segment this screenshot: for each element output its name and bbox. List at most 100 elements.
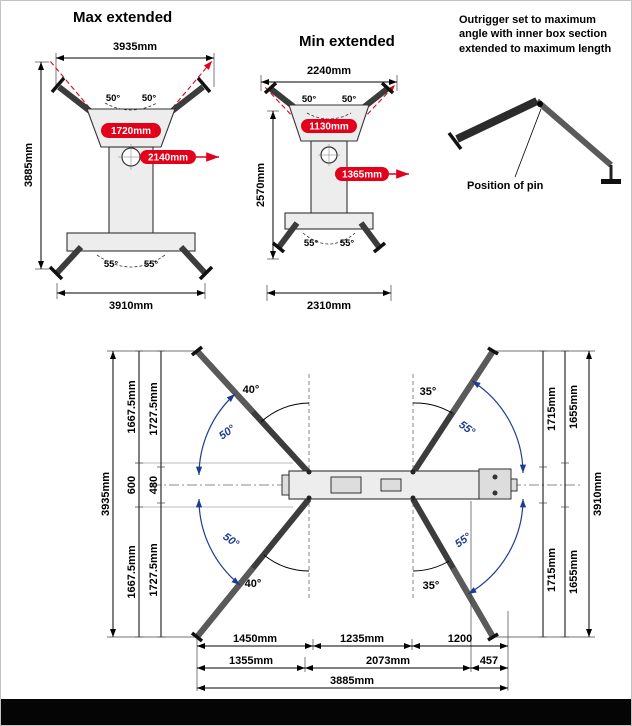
sweep-arc bbox=[195, 498, 241, 586]
rear-detail-bolt bbox=[492, 490, 498, 496]
pivot-pin bbox=[410, 495, 416, 501]
plan-right-seg-top-a: 1715mm bbox=[546, 387, 558, 431]
min-extended-diagram: 2240mm 50° 50° 55° 55° 1130mm 1365mm bbox=[255, 65, 409, 312]
outrigger-arm-extension bbox=[194, 348, 256, 415]
min-bottom-width-label: 2310mm bbox=[307, 300, 351, 312]
outrigger-pad bbox=[50, 76, 66, 94]
max-bottom-width-label: 3910mm bbox=[109, 300, 153, 312]
outrigger-pad bbox=[198, 265, 214, 281]
plan-left-total-label: 3935mm bbox=[100, 472, 112, 516]
outrigger-arm bbox=[358, 221, 382, 249]
max-inner-reach-label: 1720mm bbox=[111, 126, 151, 137]
angle-arc bbox=[302, 232, 356, 245]
chassis-rear-tip bbox=[510, 478, 518, 492]
plan-bottom-row2-b: 2073mm bbox=[366, 655, 410, 667]
rear-detail-bolt bbox=[492, 474, 498, 480]
machine-base bbox=[284, 212, 374, 230]
max-angle-bottom-left: 55° bbox=[104, 259, 119, 270]
plan-right-seg-bottom-b: 1655mm bbox=[568, 550, 580, 594]
min-outer-reach-label: 1365mm bbox=[342, 170, 382, 181]
outrigger-pad bbox=[190, 345, 204, 357]
plan-bottom-row1-c: 1200 bbox=[448, 633, 472, 645]
plan-view-diagram: 3935mm 1667.5mm 600 1667.5mm 1727.5mm 48… bbox=[100, 345, 604, 691]
plan-left-seg-top-a: 1667.5mm bbox=[126, 380, 138, 433]
plan-bottom-row2-a: 1355mm bbox=[229, 655, 273, 667]
inner-box-section bbox=[455, 97, 539, 143]
plan-left-mid-b: 480 bbox=[148, 476, 160, 494]
min-angle-top-right: 50° bbox=[342, 94, 357, 105]
outrigger-arm-extension bbox=[450, 566, 496, 639]
max-angle-bottom-right: 55° bbox=[144, 259, 159, 270]
max-extended-title: Max extended bbox=[73, 9, 173, 26]
sweep-arc bbox=[471, 380, 527, 474]
angle-arc bbox=[260, 402, 310, 423]
angle-arc bbox=[263, 554, 310, 572]
max-extended-diagram: 3935mm 3885mm 50° 50° 55° 55° 1720mm bbox=[23, 41, 219, 312]
jack-foot-pad bbox=[601, 179, 621, 184]
outrigger-arm-extension bbox=[194, 566, 256, 639]
outrigger-pad bbox=[263, 81, 278, 95]
plan-bottom-row1-b: 1235mm bbox=[340, 633, 384, 645]
min-angle-top-left: 50° bbox=[302, 94, 317, 105]
chassis-rear-assembly bbox=[478, 468, 512, 500]
plan-bottom-total: 3885mm bbox=[330, 675, 374, 687]
sweep-arc bbox=[195, 393, 236, 476]
angle-arc bbox=[96, 254, 166, 268]
plan-right-seg-bottom-a: 1715mm bbox=[546, 548, 558, 592]
outrigger-note: Outrigger set to maximum angle with inne… bbox=[459, 14, 612, 55]
plan-angle-front-top: 40° bbox=[243, 384, 260, 396]
plan-left-seg-bottom-a: 1667.5mm bbox=[126, 545, 138, 598]
max-top-width-label: 3935mm bbox=[113, 41, 157, 53]
plan-bottom-row2-c: 457 bbox=[480, 655, 498, 667]
outrigger-pad bbox=[487, 632, 499, 642]
angle-arc bbox=[412, 560, 450, 572]
pivot-pin bbox=[410, 469, 416, 475]
outrigger-sketch: Position of pin bbox=[447, 97, 621, 192]
sweep-arc bbox=[467, 498, 527, 595]
plan-angle-front-bottom: 40° bbox=[245, 578, 262, 590]
pin-leader-line bbox=[514, 108, 542, 178]
min-angle-bottom-left: 55° bbox=[304, 238, 319, 249]
max-angle-top-left: 50° bbox=[106, 93, 121, 104]
min-extended-title: Min extended bbox=[299, 33, 395, 50]
min-top-width-label: 2240mm bbox=[307, 65, 351, 77]
outer-box-section bbox=[535, 98, 613, 168]
angle-arc bbox=[412, 402, 453, 414]
max-outer-reach-label: 2140mm bbox=[148, 153, 188, 164]
outrigger-pad bbox=[380, 81, 395, 95]
outrigger-pad bbox=[48, 265, 64, 281]
outrigger-arm bbox=[54, 244, 84, 276]
plan-left-seg-bottom-b: 1727.5mm bbox=[148, 543, 160, 596]
outrigger-pad bbox=[487, 346, 499, 356]
max-inner-reach-pill bbox=[101, 123, 161, 138]
outrigger-arm bbox=[276, 221, 300, 249]
plan-left-seg-top-b: 1727.5mm bbox=[148, 382, 160, 435]
min-inner-reach-label: 1130mm bbox=[309, 122, 349, 133]
outrigger-pad bbox=[196, 76, 212, 94]
plan-left-mid-a: 600 bbox=[126, 476, 138, 494]
max-overall-height-label: 3885mm bbox=[23, 143, 35, 187]
plan-angle-front-top-sweep: 50° bbox=[217, 422, 238, 442]
plan-right-total-label: 3910mm bbox=[592, 472, 604, 516]
chassis-detail bbox=[330, 476, 362, 494]
plan-angle-rear-top: 35° bbox=[420, 386, 437, 398]
pin-mark bbox=[537, 101, 543, 107]
max-angle-top-right: 50° bbox=[142, 93, 157, 104]
plan-angle-rear-bottom: 35° bbox=[423, 580, 440, 592]
pivot-pin bbox=[306, 495, 312, 501]
pivot-pin bbox=[306, 469, 312, 475]
plan-right-seg-top-b: 1655mm bbox=[568, 385, 580, 429]
min-overall-height-label: 2570mm bbox=[255, 163, 267, 207]
min-angle-bottom-right: 55° bbox=[340, 238, 355, 249]
pin-label: Position of pin bbox=[467, 180, 544, 192]
outrigger-pad bbox=[190, 631, 204, 643]
outrigger-arm bbox=[178, 244, 208, 276]
angle-arc bbox=[104, 102, 158, 111]
max-outer-reach-pill bbox=[140, 150, 196, 164]
min-outer-reach-pill bbox=[335, 167, 389, 181]
plan-angle-front-bottom-sweep: 50° bbox=[221, 531, 242, 551]
machine-base bbox=[66, 232, 196, 252]
chassis-front-plate bbox=[281, 474, 290, 496]
plan-angle-rear-top-sweep: 55° bbox=[457, 419, 478, 439]
